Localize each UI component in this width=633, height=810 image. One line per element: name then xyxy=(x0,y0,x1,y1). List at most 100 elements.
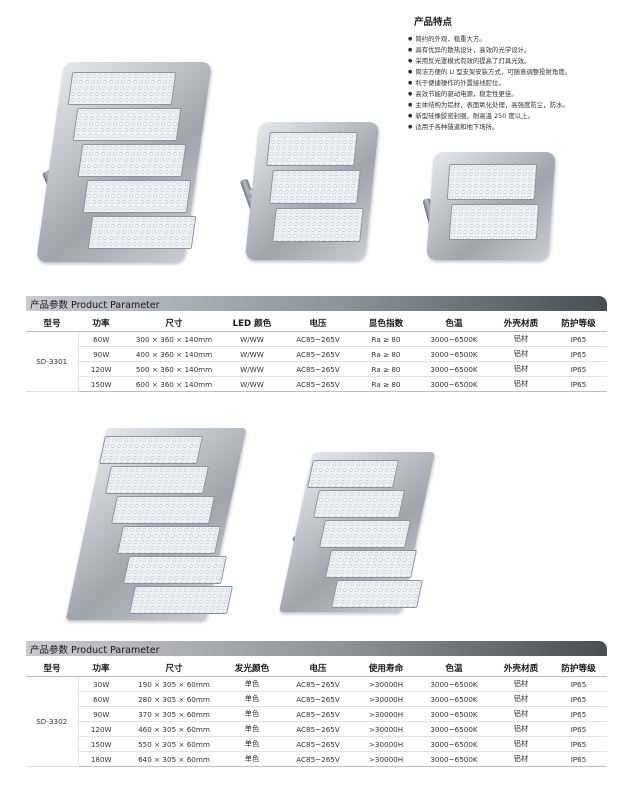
table-cell: AC85~265V xyxy=(280,691,356,707)
table-cell: AC85~265V xyxy=(280,721,356,737)
column-header: 色温 xyxy=(416,659,492,677)
feature-item: 新型硅橡胶密封圈，耐高温 250 度以上。 xyxy=(408,111,628,122)
column-header: 功率 xyxy=(78,659,124,677)
table-cell: >30000H xyxy=(356,721,416,737)
table-cell: 460 × 305 × 60mm xyxy=(124,721,224,737)
table-cell: 铝材 xyxy=(492,706,550,722)
table-cell: >30000H xyxy=(356,691,416,707)
table-cell: W/WW xyxy=(224,361,280,377)
column-header: 外壳材质 xyxy=(492,659,550,677)
table-cell: Ra ≥ 80 xyxy=(356,331,416,347)
table-cell: 铝材 xyxy=(492,676,550,692)
table-cell: 90W xyxy=(78,706,124,722)
feature-item: 主体结构为铝材，表面氧化处理，高强度防尘，防水。 xyxy=(408,100,628,111)
table-cell: 铝材 xyxy=(492,376,550,392)
table-cell: 单色 xyxy=(224,751,280,767)
table-cell: W/WW xyxy=(224,346,280,362)
table-cell: >30000H xyxy=(356,676,416,692)
table-cell: IP65 xyxy=(550,691,607,707)
column-header: 电压 xyxy=(280,659,356,677)
table-cell: 3000~6500K xyxy=(416,376,492,392)
table-cell: 60W xyxy=(78,331,124,347)
column-header: 色温 xyxy=(416,314,492,332)
table-cell: Ra ≥ 80 xyxy=(356,361,416,377)
product-image-sd3301-medium xyxy=(239,118,380,268)
table-cell: 370 × 305 × 60mm xyxy=(124,706,224,722)
feature-item: 采用反光罩模式有效的提高了灯具光效。 xyxy=(408,56,628,67)
product-image-sd3302-large xyxy=(65,424,247,624)
table-cell: 180W xyxy=(78,751,124,767)
table-cell: 铝材 xyxy=(492,736,550,752)
column-header: 防护等级 xyxy=(550,314,607,332)
table-cell: AC85~265V xyxy=(280,361,356,377)
table-cell: 单色 xyxy=(224,721,280,737)
column-header: 发光颜色 xyxy=(224,659,280,677)
table-cell: IP65 xyxy=(550,331,607,347)
table-cell: 3000~6500K xyxy=(416,346,492,362)
table-cell: 3000~6500K xyxy=(416,751,492,767)
table-cell: IP65 xyxy=(550,376,607,392)
feature-item: 利于便捷操作的外置接线腔位。 xyxy=(408,78,628,89)
section-title-1: 产品参数 Product Parameter xyxy=(30,300,160,311)
column-header: 型号 xyxy=(26,314,78,332)
table-cell: 单色 xyxy=(224,706,280,722)
table-cell: 3000~6500K xyxy=(416,361,492,377)
table-cell: 30W xyxy=(78,676,124,692)
table-cell: 铝材 xyxy=(492,751,550,767)
product-features: 产品特点 简约的外观，稳重大方。具有优异的散热设计，高效的光学设计。采用反光罩模… xyxy=(408,14,628,133)
table-cell: 3000~6500K xyxy=(416,706,492,722)
table-cell: 铝材 xyxy=(492,691,550,707)
table-cell: 铝材 xyxy=(492,331,550,347)
table-cell: 300 × 360 × 140mm xyxy=(124,331,224,347)
table-cell: 3000~6500K xyxy=(416,676,492,692)
table-cell: 3000~6500K xyxy=(416,736,492,752)
table-cell: 150W xyxy=(78,736,124,752)
model-cell: SD-3302 xyxy=(26,676,79,767)
column-header: 显色指数 xyxy=(356,314,416,332)
table-cell: IP65 xyxy=(550,736,607,752)
table-cell: 120W xyxy=(78,361,124,377)
table-cell: AC85~265V xyxy=(280,736,356,752)
column-header: 外壳材质 xyxy=(492,314,550,332)
table-cell: W/WW xyxy=(224,376,280,392)
table-cell: 640 × 305 × 60mm xyxy=(124,751,224,767)
feature-item: 具有优异的散热设计，高效的光学设计。 xyxy=(408,45,628,56)
table-cell: 600 × 360 × 140mm xyxy=(124,376,224,392)
feature-item: 高效节能的驱动电源，稳定性更佳。 xyxy=(408,89,628,100)
table-cell: 120W xyxy=(78,721,124,737)
table-cell: 400 × 360 × 140mm xyxy=(124,346,224,362)
table-cell: 280 × 305 × 60mm xyxy=(124,691,224,707)
column-header: 使用寿命 xyxy=(356,659,416,677)
table-cell: IP65 xyxy=(550,706,607,722)
feature-item: 适用于各种隧道和地下场所。 xyxy=(408,122,628,133)
feature-item: 简约的外观，稳重大方。 xyxy=(408,34,628,45)
table-cell: W/WW xyxy=(224,331,280,347)
table-cell: 550 × 305 × 60mm xyxy=(124,736,224,752)
table-cell: >30000H xyxy=(356,751,416,767)
table-cell: AC85~265V xyxy=(280,376,356,392)
table-cell: IP65 xyxy=(550,676,607,692)
table-cell: AC85~265V xyxy=(280,346,356,362)
product-image-sd3302-medium xyxy=(278,448,436,618)
model-cell: SD-3301 xyxy=(26,331,79,392)
table-cell: IP65 xyxy=(550,721,607,737)
table-cell: 500 × 360 × 140mm xyxy=(124,361,224,377)
table-cell: AC85~265V xyxy=(280,706,356,722)
product-image-sd3301-large xyxy=(35,58,213,268)
section-header-2: 产品参数 Product Parameter xyxy=(26,641,607,656)
column-header: LED 颜色 xyxy=(224,314,280,332)
table-cell: 3000~6500K xyxy=(416,331,492,347)
section-header-1: 产品参数 Product Parameter xyxy=(26,296,607,311)
table-cell: 60W xyxy=(78,691,124,707)
feature-item: 简洁方便的 U 型支架安装方式，可随意调整投射角度。 xyxy=(408,67,628,78)
table-cell: 单色 xyxy=(224,691,280,707)
table-cell: 单色 xyxy=(224,736,280,752)
table-cell: 90W xyxy=(78,346,124,362)
table-cell: Ra ≥ 80 xyxy=(356,376,416,392)
table-cell: Ra ≥ 80 xyxy=(356,346,416,362)
